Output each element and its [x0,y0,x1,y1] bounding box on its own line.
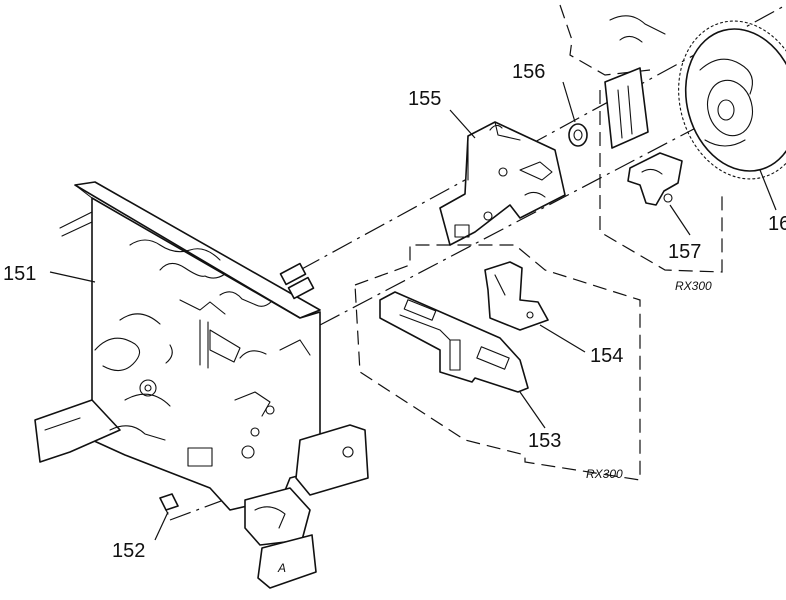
part-155-bracket [439,121,566,246]
rx300-upper-group-box [559,4,723,273]
group-label-upper: RX300 [675,279,712,293]
upper-housing [604,15,666,149]
part-152-spacer [159,493,179,515]
label-16x: 16 [768,213,786,235]
part-151-chassis-frame [34,181,321,511]
label-156: 156 [512,61,545,83]
group-label-lower: RX300 [586,467,623,481]
label-151: 151 [3,263,36,285]
part-157-lever [627,152,683,206]
label-152: 152 [112,540,145,562]
lower-bracket-assembly: A [244,424,369,589]
label-154: 154 [590,345,623,367]
part-156-pulley [568,123,588,147]
part-labels: 151 152 153 154 155 156 157 16 RX300 RX3… [3,61,786,562]
part-154-bracket [484,261,549,331]
label-155: 155 [408,88,441,110]
part-153-slider [379,291,529,393]
rx300-lower-group-box [354,244,641,481]
label-153: 153 [528,430,561,452]
leader-lines [49,81,777,541]
stamp-letter: A [277,561,286,575]
label-157: 157 [668,241,701,263]
